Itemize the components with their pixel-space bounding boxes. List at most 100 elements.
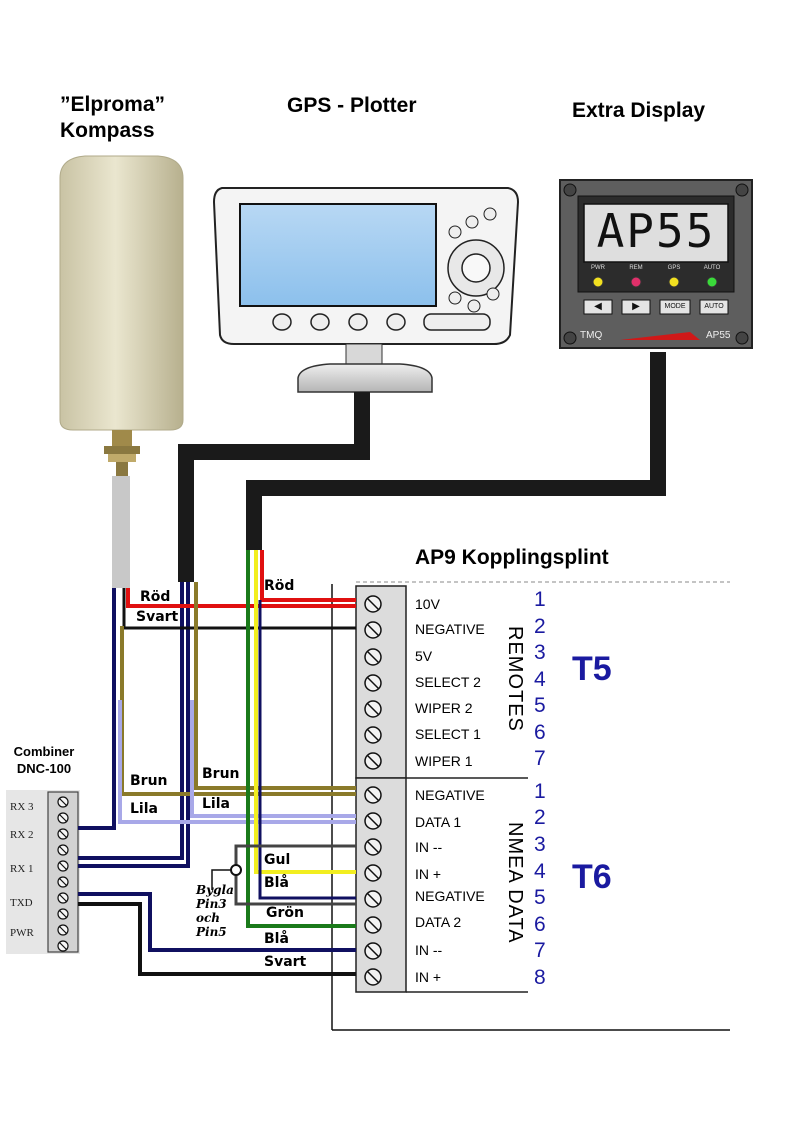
t6-big-label: T6 bbox=[572, 858, 612, 896]
bridge-note: Bygla Pin3 och Pin5 bbox=[196, 883, 234, 939]
extra-display-device bbox=[559, 179, 753, 349]
t5-label-4: SELECT 2 bbox=[415, 674, 481, 690]
t6-label-3: IN -- bbox=[415, 839, 443, 855]
t5-label-1: 10V bbox=[415, 596, 440, 612]
combiner-pin-rx2: RX 2 bbox=[10, 829, 34, 841]
display-brand: TMQ bbox=[580, 330, 603, 341]
wire-label-lila-2: Lila bbox=[202, 796, 230, 812]
combiner-pin-pwr: PWR bbox=[10, 927, 34, 939]
wire-label-rod-1: Röd bbox=[140, 589, 171, 605]
display-cable bbox=[246, 352, 666, 550]
t5-big-label: T5 bbox=[572, 650, 612, 688]
t6-label-4: IN + bbox=[415, 866, 442, 882]
wire-gron bbox=[246, 550, 356, 928]
t6-screws bbox=[364, 786, 382, 986]
display-button-mode: MODE bbox=[664, 303, 686, 310]
t6-label-6: DATA 2 bbox=[415, 914, 462, 930]
wire-brun-2 bbox=[194, 582, 356, 790]
t6-num-8: 8 bbox=[534, 966, 546, 989]
t5-label-6: SELECT 1 bbox=[415, 726, 481, 742]
combiner-block bbox=[6, 790, 80, 954]
wire-bla-2 bbox=[78, 892, 356, 952]
wire-label-brun-1: Brun bbox=[130, 773, 168, 789]
t5-num-6: 6 bbox=[534, 721, 546, 744]
wire-lila-1 bbox=[118, 700, 356, 824]
compass-cable bbox=[112, 476, 130, 588]
t5-num-7: 7 bbox=[534, 747, 546, 770]
combiner-pin-rx1: RX 1 bbox=[10, 863, 34, 875]
compass-title-line2: Kompass bbox=[60, 119, 155, 142]
wire-label-gul: Gul bbox=[264, 852, 291, 868]
led-label-auto: AUTO bbox=[703, 265, 721, 271]
bridge-note-line3: och bbox=[196, 911, 221, 925]
t5-label-7: WIPER 1 bbox=[415, 753, 473, 769]
wire-compass-navy-a bbox=[78, 588, 116, 830]
terminal-title: AP9 Kopplingsplint bbox=[415, 546, 609, 569]
bridge-point bbox=[230, 864, 242, 876]
combiner-pin-rx3: RX 3 bbox=[10, 801, 34, 813]
wire-compass-navy-b bbox=[78, 582, 184, 860]
wire-label-bla-2: Blå bbox=[264, 931, 289, 947]
display-model: AP55 bbox=[706, 330, 731, 341]
wire-label-brun-2: Brun bbox=[202, 766, 240, 782]
wire-label-bla-1: Blå bbox=[264, 875, 289, 891]
t6-terminal-block bbox=[355, 777, 407, 993]
wire-label-lila-1: Lila bbox=[130, 801, 158, 817]
t6-num-5: 5 bbox=[534, 886, 546, 909]
bridge-note-line1: Bygla bbox=[196, 883, 234, 897]
t6-num-1: 1 bbox=[534, 780, 546, 803]
combiner-title-line2: DNC-100 bbox=[16, 761, 72, 776]
display-button-auto: AUTO bbox=[704, 303, 724, 310]
t5-num-4: 4 bbox=[534, 668, 546, 691]
wire-red-compass bbox=[126, 588, 356, 608]
t6-label-2: DATA 1 bbox=[415, 814, 462, 830]
compass-device bbox=[59, 155, 184, 476]
wire-compass-navy-c bbox=[78, 582, 190, 868]
t6-num-4: 4 bbox=[534, 860, 546, 883]
t5-screws bbox=[364, 595, 382, 770]
display-button-left: ◀ bbox=[594, 301, 602, 312]
wire-label-svart-1: Svart bbox=[136, 609, 179, 625]
wire-label-svart-2: Svart bbox=[264, 954, 307, 970]
bridge-note-line2: Pin3 bbox=[196, 897, 227, 911]
gps-plotter-device bbox=[212, 187, 520, 393]
t6-num-3: 3 bbox=[534, 833, 546, 856]
t5-label-5: WIPER 2 bbox=[415, 700, 473, 716]
bridge-note-line4: Pin5 bbox=[196, 925, 227, 939]
combiner-pin-txd: TXD bbox=[10, 897, 33, 909]
t5-label-2: NEGATIVE bbox=[415, 621, 485, 637]
remotes-group-label: REMOTES bbox=[504, 626, 526, 732]
wire-label-rod-2: Röd bbox=[264, 578, 295, 594]
gps-cable bbox=[178, 392, 370, 582]
compass-title-line1: ”Elproma” bbox=[60, 93, 166, 116]
display-button-right: ▶ bbox=[632, 301, 640, 312]
combiner-title: Combiner DNC-100 bbox=[8, 743, 80, 777]
display-readout: AP55 bbox=[596, 204, 716, 258]
t5-label-3: 5V bbox=[415, 648, 433, 664]
t6-label-8: IN + bbox=[415, 969, 442, 985]
compass-title: ”Elproma” Kompass bbox=[60, 92, 165, 144]
t6-num-2: 2 bbox=[534, 806, 546, 829]
led-label-rem: REM bbox=[629, 265, 643, 271]
t6-label-7: IN -- bbox=[415, 942, 443, 958]
t6-label-5: NEGATIVE bbox=[415, 888, 485, 904]
combiner-title-line1: Combiner bbox=[13, 744, 75, 759]
led-label-pwr: PWR bbox=[591, 265, 605, 271]
extra-display-title: Extra Display bbox=[572, 99, 706, 122]
t6-num-6: 6 bbox=[534, 913, 546, 936]
bridge-pointer bbox=[211, 869, 231, 890]
wire-lila-2 bbox=[190, 700, 356, 818]
t5-num-5: 5 bbox=[534, 694, 546, 717]
wire-bla-1 bbox=[258, 600, 356, 900]
wire-label-gron: Grön bbox=[266, 905, 304, 921]
nmea-data-group-label: NMEA DATA bbox=[504, 822, 526, 944]
led-label-gps: GPS bbox=[667, 265, 681, 271]
wire-red-display bbox=[260, 550, 356, 602]
t6-num-7: 7 bbox=[534, 939, 546, 962]
wire-black-svart-2 bbox=[78, 902, 356, 976]
t5-num-1: 1 bbox=[534, 588, 546, 611]
gps-title: GPS - Plotter bbox=[287, 94, 417, 117]
t5-num-3: 3 bbox=[534, 641, 546, 664]
wire-gul bbox=[254, 550, 356, 874]
